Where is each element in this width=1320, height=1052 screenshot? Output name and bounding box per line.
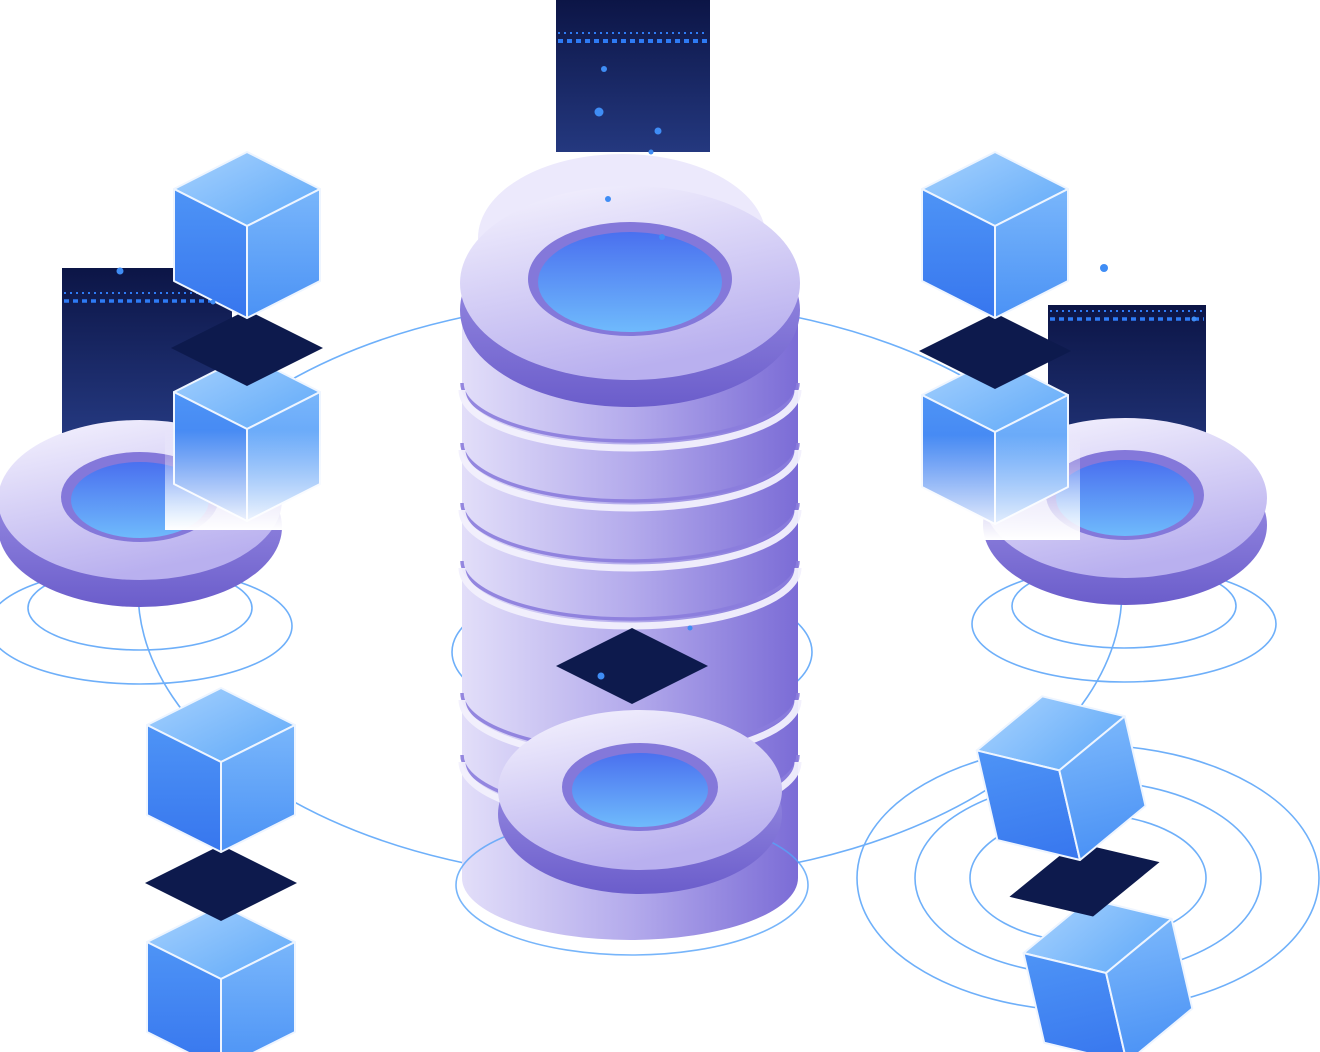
torus-hole	[1056, 460, 1194, 536]
data-dots	[116, 66, 1197, 680]
data-dot	[597, 672, 605, 680]
cube-right-face	[1058, 715, 1147, 861]
dark-diamond-platform	[919, 313, 1071, 389]
cube-right-face	[1105, 917, 1194, 1052]
data-dot	[654, 127, 662, 135]
data-dot	[605, 196, 611, 202]
data-dot	[601, 66, 607, 72]
cube-right-face	[220, 724, 296, 853]
blue-cube-node	[146, 687, 296, 853]
data-dot	[594, 107, 604, 117]
groove-light	[458, 567, 802, 630]
blue-cube-node	[975, 695, 1147, 861]
right-panel-dashes	[1050, 310, 1204, 321]
groove-shadow	[460, 560, 800, 621]
cube-right-face	[994, 188, 1069, 319]
center-panel-dashes	[558, 32, 708, 43]
blue-cube-node	[921, 151, 1069, 319]
central-database-stack	[455, 154, 809, 956]
data-dot	[687, 625, 693, 631]
blue-cube-node	[1022, 897, 1194, 1052]
cube-cluster-upper-right	[915, 151, 1080, 540]
bottom-torus-ring	[498, 710, 782, 894]
groove-light	[458, 509, 802, 572]
cube-right-face	[246, 188, 321, 319]
fade-overlay	[165, 430, 330, 530]
blue-cube-node	[173, 151, 321, 319]
torus-hole	[572, 753, 708, 827]
data-dot	[648, 149, 654, 155]
dark-diamond-platform	[556, 628, 708, 704]
groove-shadow	[460, 382, 800, 443]
dark-diamond-platform	[1009, 842, 1160, 917]
dark-diamond-platform	[171, 310, 323, 386]
groove-shadow	[460, 502, 800, 563]
cube-left-face	[1022, 952, 1128, 1052]
data-dot	[1191, 316, 1197, 322]
groove-light	[458, 449, 802, 512]
data-dot	[659, 234, 665, 240]
cube-left-face	[146, 941, 222, 1052]
data-dot	[210, 299, 216, 305]
cube-cluster-lower-right	[975, 695, 1194, 1052]
cube-right-face	[220, 941, 296, 1052]
data-dot	[1100, 264, 1108, 272]
dark-diamond-platform	[145, 845, 297, 921]
cube-cluster-lower-left	[145, 687, 297, 1052]
top-torus-ring	[460, 154, 800, 407]
groove-shadow	[460, 442, 800, 503]
center-data-panel	[556, 0, 710, 152]
data-dot	[116, 267, 124, 275]
fade-overlay	[915, 435, 1080, 540]
blue-cube-node	[146, 904, 296, 1052]
cube-cluster-upper-left	[165, 151, 330, 530]
groove-light	[458, 389, 802, 452]
torus-hole	[538, 232, 722, 332]
